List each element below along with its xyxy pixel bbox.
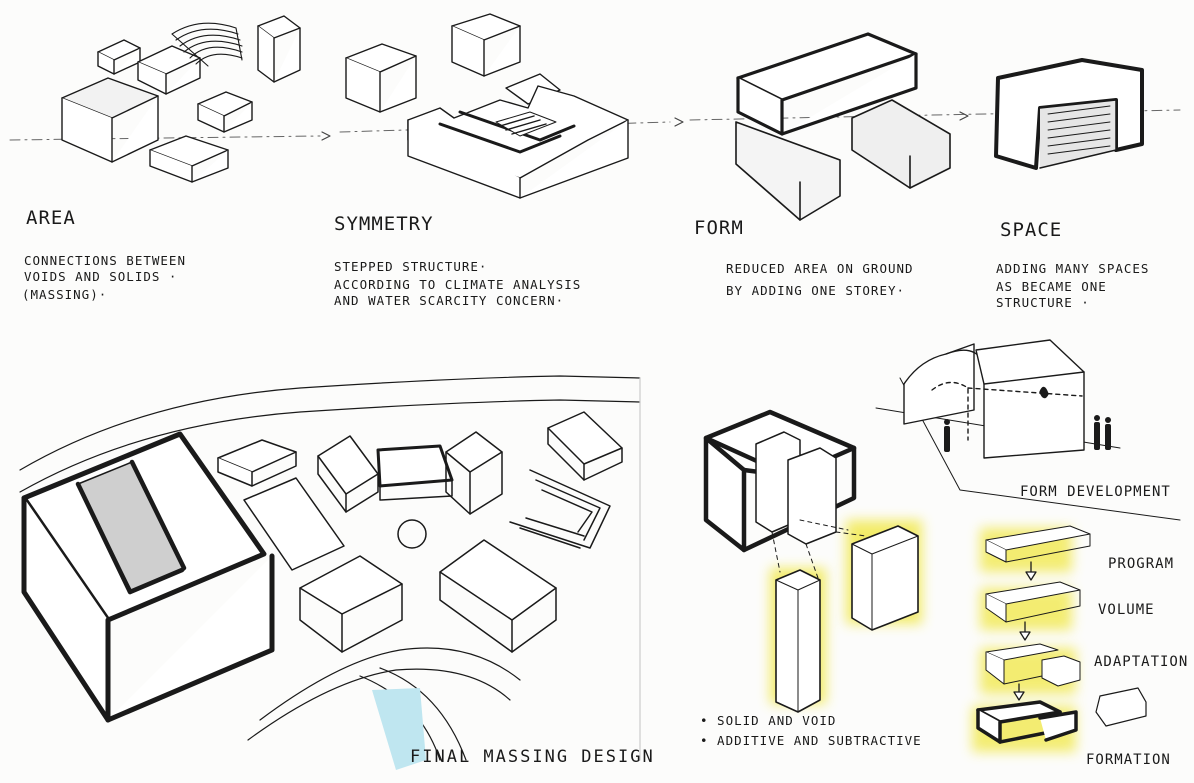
form-step-label: PROGRAM (1108, 556, 1175, 572)
stage-note-line: (MASSING)· (22, 287, 108, 302)
stage-note-line: AND WATER SCARCITY CONCERN· (334, 293, 565, 308)
stage-note-line: VOIDS AND SOLIDS · (24, 269, 178, 284)
stage-title-form: FORM (694, 217, 744, 239)
form-step-label: VOLUME (1098, 602, 1155, 618)
form-step-label: ADAPTATION (1094, 654, 1189, 670)
stage-note-line: ADDING MANY SPACES (996, 261, 1150, 276)
stage-title-symmetry: SYMMETRY (334, 213, 434, 235)
form-steps-sketch (972, 525, 1147, 752)
symmetry-massing-sketch (345, 13, 629, 199)
stage-note-line: STRUCTURE · (996, 295, 1090, 310)
stage-note-line: BY ADDING ONE STOREY· (726, 283, 906, 298)
final-massing-caption: FINAL MASSING DESIGN (410, 747, 655, 767)
stage-note-line: AS BECAME ONE (996, 279, 1107, 294)
stage-note-line: CONNECTIONS BETWEEN (24, 253, 186, 268)
final-massing-plan (19, 375, 641, 770)
solid-void-sketch (703, 409, 922, 713)
form-development-title: FORM DEVELOPMENT (1020, 484, 1171, 500)
form-massing-sketch (735, 32, 951, 221)
form-step-label: FORMATION (1086, 752, 1171, 768)
stage-title-space: SPACE (1000, 219, 1063, 241)
stage-note-line: ACCORDING TO CLIMATE ANALYSIS (334, 277, 582, 292)
solid-void-bullet: • SOLID AND VOID (700, 713, 837, 728)
person-figure-icon (944, 415, 1111, 452)
solid-void-bullet: • ADDITIVE AND SUBTRACTIVE (700, 733, 922, 748)
space-massing-sketch (994, 58, 1144, 170)
form-development-sketch (875, 339, 1181, 521)
stage-title-area: AREA (26, 207, 76, 229)
arrow-icon (321, 111, 969, 141)
area-massing-sketch (61, 15, 301, 183)
down-arrow-icon (1013, 561, 1037, 701)
stage-note-line: STEPPED STRUCTURE· (334, 259, 488, 274)
stage-note-line: REDUCED AREA ON GROUND (726, 261, 914, 276)
